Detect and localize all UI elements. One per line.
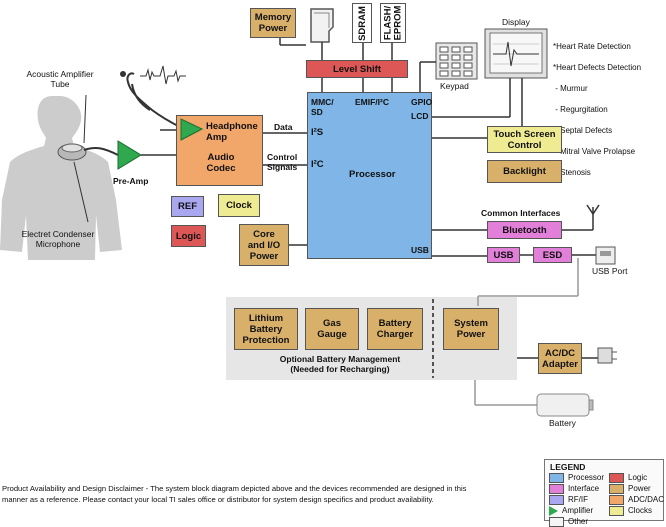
legend-label: Processor: [568, 473, 605, 483]
stethoscope-icon: [126, 72, 183, 129]
battery-icon: [536, 393, 594, 417]
legend-swatch: [549, 506, 558, 516]
legend-item: Other: [549, 517, 588, 527]
legend-item: Logic: [609, 473, 647, 483]
legend-swatch: [609, 495, 624, 505]
legend-label: Logic: [628, 473, 648, 483]
display-label: Display: [502, 17, 530, 27]
audio-codec-block: [176, 115, 263, 186]
sdram-label: SDRAM: [356, 5, 368, 41]
legend-label: Other: [568, 517, 589, 527]
legend-item: Amplifier: [549, 506, 593, 516]
legend-title: LEGEND: [550, 462, 586, 472]
pre-amp-label: Pre-Amp: [113, 176, 149, 186]
i2c-pin: I²C: [311, 159, 324, 170]
processor-block: [307, 92, 432, 259]
legend-item: Processor: [549, 473, 604, 483]
patient-silhouette-icon: [0, 96, 122, 260]
legend-label: Amplifier: [562, 506, 594, 516]
legend-item: RF/IF: [549, 495, 588, 505]
audio-codec-label: Audio Codec: [206, 152, 236, 174]
pre-amp-icon: [117, 140, 142, 170]
i2s-pin: I²S: [311, 127, 324, 138]
legend-label: ADC/DAC: [628, 495, 665, 505]
optional-battery-label: Optional Battery Management (Needed for …: [279, 354, 401, 374]
touch-screen-control-block: Touch Screen Control: [487, 126, 562, 153]
legend-item: Interface: [549, 484, 599, 494]
lcd-pin: LCD: [411, 111, 429, 121]
memory-power-block: Memory Power: [250, 8, 296, 38]
heartbeat-wave-icon: [140, 65, 186, 85]
feature-item: - Regurgitation: [553, 104, 608, 114]
feature-item: *Heart Rate Detection: [553, 41, 631, 51]
legend-label: RF/IF: [568, 495, 588, 505]
antenna-icon: [586, 204, 600, 230]
feature-item: *Heart Defects Detection: [553, 62, 642, 72]
bluetooth-block: Bluetooth: [487, 221, 562, 239]
legend-item: Power: [609, 484, 651, 494]
control-signals-label: Control Signals: [267, 152, 298, 172]
gas-gauge-block: Gas Gauge: [305, 308, 359, 350]
level-shift-block: Level Shift: [306, 60, 408, 78]
battery-label: Battery: [549, 418, 576, 428]
sdram-block: SDRAM: [352, 3, 372, 43]
system-power-block: System Power: [443, 308, 499, 350]
esd-block: ESD: [533, 247, 572, 263]
usb-pin: USB: [411, 245, 429, 255]
legend-swatch: [609, 484, 624, 494]
electret-mic-label: Electret Condenser Microphone: [21, 229, 95, 249]
headphone-amp-label: Headphone Amp: [206, 121, 258, 143]
legend-swatch: [609, 473, 624, 483]
usb-port-icon: [595, 246, 616, 265]
legend-swatch: [609, 506, 624, 516]
legend-item: Clocks: [609, 506, 652, 516]
logic-block: Logic: [171, 225, 206, 247]
legend-label: Power: [628, 484, 651, 494]
mmc-sd-pin: MMC/ SD: [311, 97, 334, 117]
common-interfaces-label: Common Interfaces: [481, 208, 561, 218]
headphone-amp-icon: [180, 118, 204, 141]
keypad-label: Keypad: [440, 81, 469, 91]
ref-block: REF: [171, 196, 204, 217]
emif-i2c-pin: EMIF/I²C: [355, 97, 389, 107]
backlight-block: Backlight: [487, 160, 562, 183]
feature-item: - Septal Defects: [553, 125, 613, 135]
legend-swatch: [549, 495, 564, 505]
flash-block: FLASH/ EPROM: [380, 3, 406, 43]
battery-charger-block: Battery Charger: [367, 308, 423, 350]
flash-label: FLASH/ EPROM: [382, 5, 403, 41]
memory-card-icon: [310, 8, 334, 43]
ac-dc-adapter-block: AC/DC Adapter: [538, 343, 582, 374]
legend-swatch: [549, 484, 564, 494]
legend-label: Clocks: [628, 506, 653, 516]
usb-port-label: USB Port: [592, 266, 628, 276]
display-icon: [484, 28, 548, 79]
feature-item: - Murmur: [553, 83, 588, 93]
core-io-power-block: Core and I/O Power: [239, 224, 289, 266]
usb-block: USB: [487, 247, 520, 263]
clock-block: Clock: [218, 194, 260, 217]
lithium-protection-block: Lithium Battery Protection: [234, 308, 298, 350]
processor-label: Processor: [349, 169, 396, 180]
feature-list: *Heart Rate Detection *Heart Defects Det…: [553, 31, 641, 189]
legend-swatch: [549, 473, 564, 483]
feature-item: - Mitral Valve Prolapse: [553, 146, 636, 156]
acoustic-tube-label: Acoustic Amplifier Tube: [26, 69, 94, 89]
feature-item: - Stenosis: [553, 167, 591, 177]
legend-swatch: [549, 517, 564, 527]
gpio-pin: GPIO: [411, 97, 433, 107]
legend-item: ADC/DAC: [609, 495, 664, 505]
legend-label: Interface: [568, 484, 600, 494]
keypad-icon: [435, 42, 478, 80]
data-label: Data: [274, 122, 293, 132]
power-plug-icon: [582, 347, 617, 364]
disclaimer: Product Availability and Design Disclaim…: [2, 484, 467, 504]
